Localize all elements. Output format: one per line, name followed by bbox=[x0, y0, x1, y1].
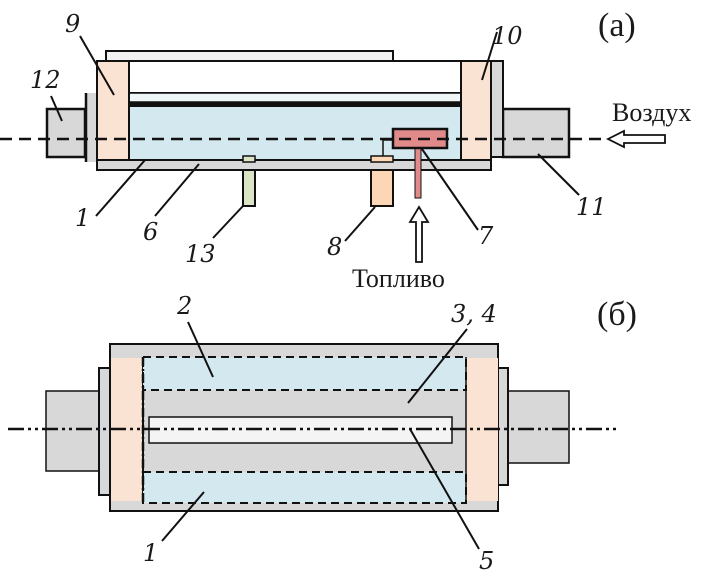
left-collar bbox=[85, 93, 97, 162]
right-collar-b bbox=[497, 367, 509, 486]
panel-b-label: (б) bbox=[597, 296, 637, 333]
outlet-nozzle-11 bbox=[501, 107, 571, 159]
fuel-arrow-icon bbox=[408, 205, 430, 263]
callout-8: 8 bbox=[327, 233, 342, 261]
left-nozzle-b bbox=[45, 390, 101, 472]
callout-12: 12 bbox=[30, 66, 61, 94]
fuel-pipe bbox=[414, 147, 422, 199]
flange-10 bbox=[460, 60, 492, 161]
callout-7: 7 bbox=[478, 222, 494, 250]
fuel-label: Топливо bbox=[352, 264, 445, 293]
left-collar-b bbox=[98, 367, 111, 496]
callout-9: 9 bbox=[65, 10, 80, 38]
callout-5: 5 bbox=[479, 547, 494, 575]
upper-cavity bbox=[128, 60, 462, 94]
callout-3-4: 3, 4 bbox=[451, 300, 497, 328]
callout-13: 13 bbox=[185, 240, 216, 268]
panel-a-label: (а) bbox=[598, 7, 636, 44]
callout-2: 2 bbox=[176, 292, 192, 320]
leader-lines-b bbox=[161, 321, 480, 550]
callout-6: 6 bbox=[143, 218, 158, 246]
top-plate bbox=[105, 50, 394, 62]
air-arrow-icon bbox=[605, 129, 666, 149]
callout-11: 11 bbox=[576, 193, 607, 221]
right-collar bbox=[490, 60, 504, 158]
channel-2 bbox=[142, 356, 467, 391]
leader-lines-a bbox=[50, 31, 580, 242]
sensor-13-cap bbox=[242, 155, 256, 163]
air-label: Воздух bbox=[612, 98, 691, 127]
inlet-nozzle-12 bbox=[45, 107, 87, 159]
callout-1a: 1 bbox=[75, 204, 90, 232]
sensor-8-cap bbox=[370, 155, 394, 163]
callout-1b: 1 bbox=[143, 539, 158, 567]
base-plate-6 bbox=[96, 159, 492, 171]
sensor-13 bbox=[242, 169, 256, 207]
panel-a: Воздух Топливо (а) 9 12 10 1 6 13 8 7 11 bbox=[0, 7, 691, 293]
right-nozzle-b bbox=[506, 390, 570, 464]
callout-10: 10 bbox=[492, 22, 523, 50]
panel-b: (б) 2 3, 4 1 5 bbox=[8, 292, 637, 575]
channel-1 bbox=[142, 471, 467, 504]
flange-9 bbox=[96, 60, 130, 161]
sensor-8 bbox=[370, 169, 394, 207]
upper-strip bbox=[128, 92, 462, 103]
